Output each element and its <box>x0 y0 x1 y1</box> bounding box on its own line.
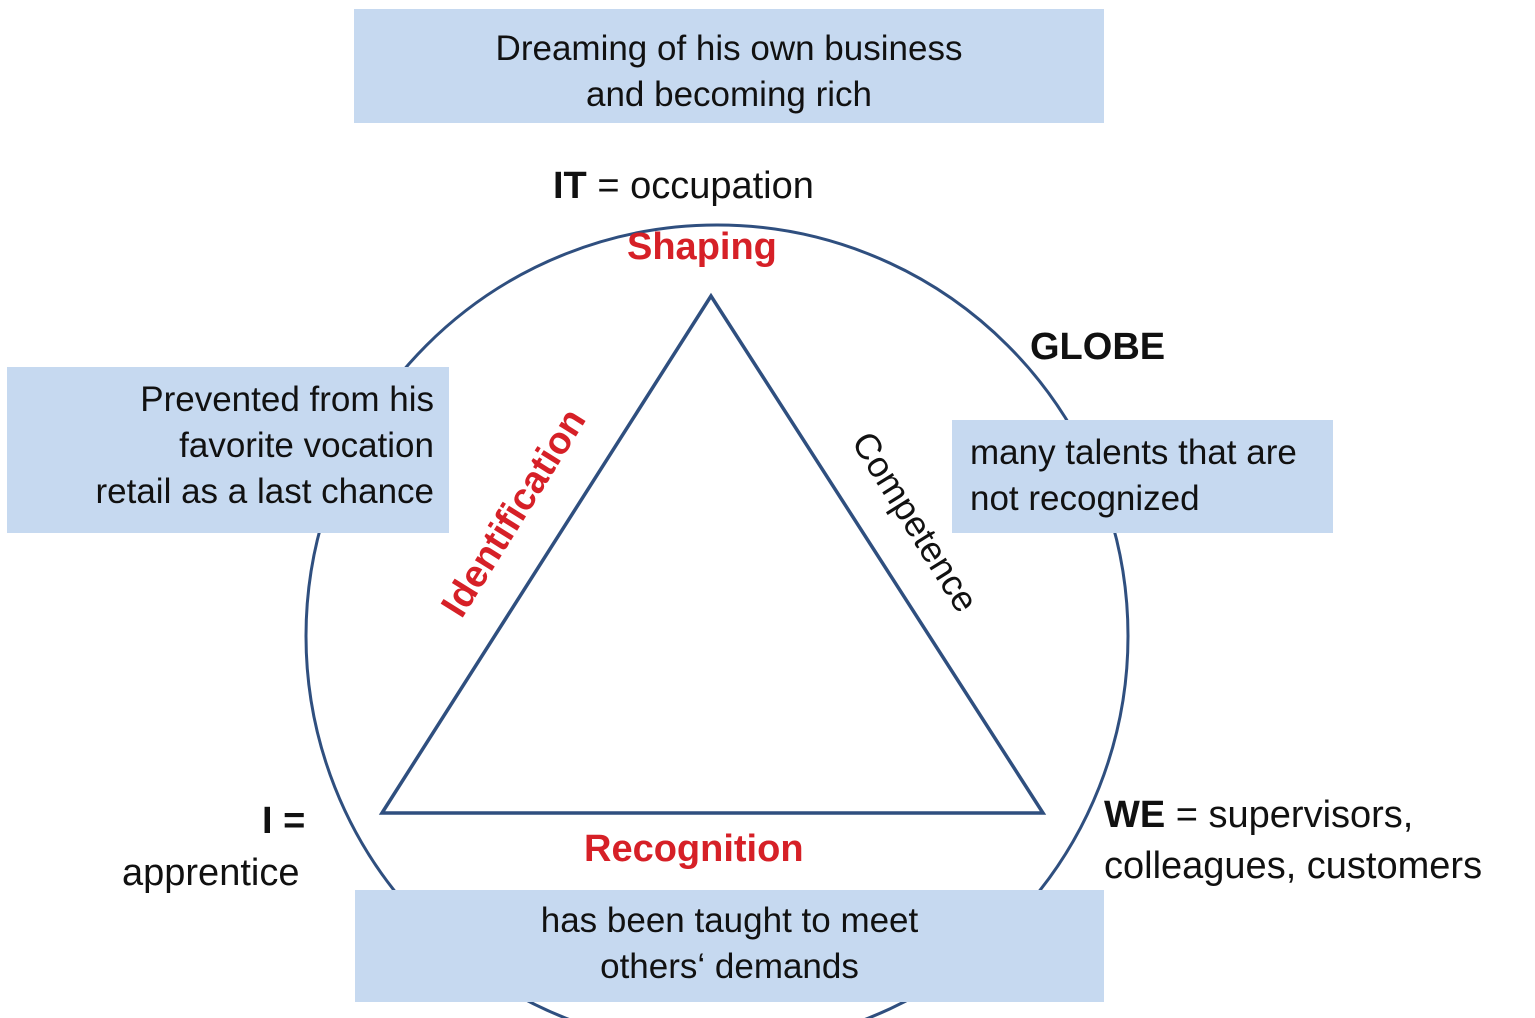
bottom-note-line-2: others‘ demands <box>600 947 859 986</box>
recognition-label: Recognition <box>584 828 804 870</box>
right-note-box: many talents that are not recognized <box>952 420 1333 533</box>
right-note-line-2: not recognized <box>970 479 1200 518</box>
left-note-box: Prevented from his favorite vocation ret… <box>7 367 449 533</box>
globe-circle <box>304 223 1130 1018</box>
it-key: IT <box>553 165 587 207</box>
i-rest: apprentice <box>122 852 300 894</box>
bottom-note-box: has been taught to meet others‘ demands <box>355 890 1104 1002</box>
left-note-line-1: Prevented from his <box>140 380 434 419</box>
it-label: IT = occupation <box>553 163 814 209</box>
shaping-label: Shaping <box>627 226 777 268</box>
we-rest-2: colleagues, customers <box>1104 845 1483 887</box>
i-key: I = <box>262 800 306 842</box>
top-note-box: Dreaming of his own business and becomin… <box>354 9 1104 123</box>
top-note-line-1: Dreaming of his own business <box>495 29 963 68</box>
left-note-line-2: favorite vocation <box>179 426 434 465</box>
we-key: WE <box>1104 794 1166 836</box>
globe-label: GLOBE <box>1030 326 1166 368</box>
we-label: WE = supervisors, <box>1104 792 1413 838</box>
top-note-line-2: and becoming rich <box>586 75 872 114</box>
left-note-line-3: retail as a last chance <box>95 472 434 511</box>
it-rest: = occupation <box>586 165 814 207</box>
tci-triangle <box>378 292 1047 815</box>
we-rest-1: = supervisors, <box>1165 794 1414 836</box>
right-note-line-1: many talents that are <box>970 433 1297 472</box>
bottom-note-line-1: has been taught to meet <box>540 901 919 940</box>
